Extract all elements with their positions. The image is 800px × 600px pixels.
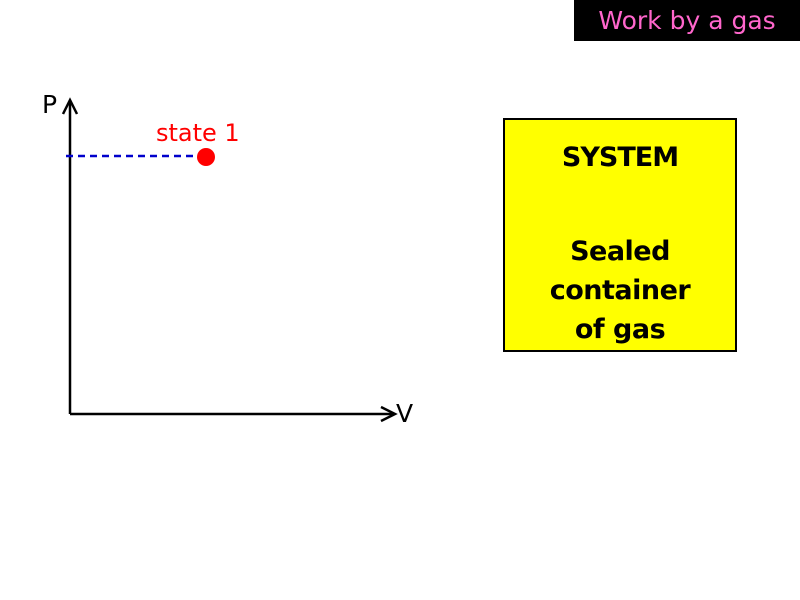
state-1-label: state 1 bbox=[156, 119, 240, 147]
system-heading: SYSTEM bbox=[561, 142, 679, 173]
y-axis-arrowhead bbox=[61, 97, 79, 115]
slide-title: Work by a gas bbox=[598, 6, 776, 35]
system-box: SYSTEM Sealed container of gas bbox=[503, 118, 737, 352]
system-line-2: container bbox=[549, 275, 691, 306]
x-axis-arrowhead bbox=[380, 405, 398, 423]
y-axis-label: P bbox=[42, 90, 57, 119]
system-description: Sealed container of gas bbox=[505, 232, 735, 349]
state-1-point bbox=[197, 148, 215, 166]
x-axis-label: V bbox=[396, 399, 413, 428]
system-line-3: of gas bbox=[574, 314, 666, 345]
title-bar: Work by a gas bbox=[574, 0, 800, 41]
system-line-1: Sealed bbox=[570, 236, 670, 267]
